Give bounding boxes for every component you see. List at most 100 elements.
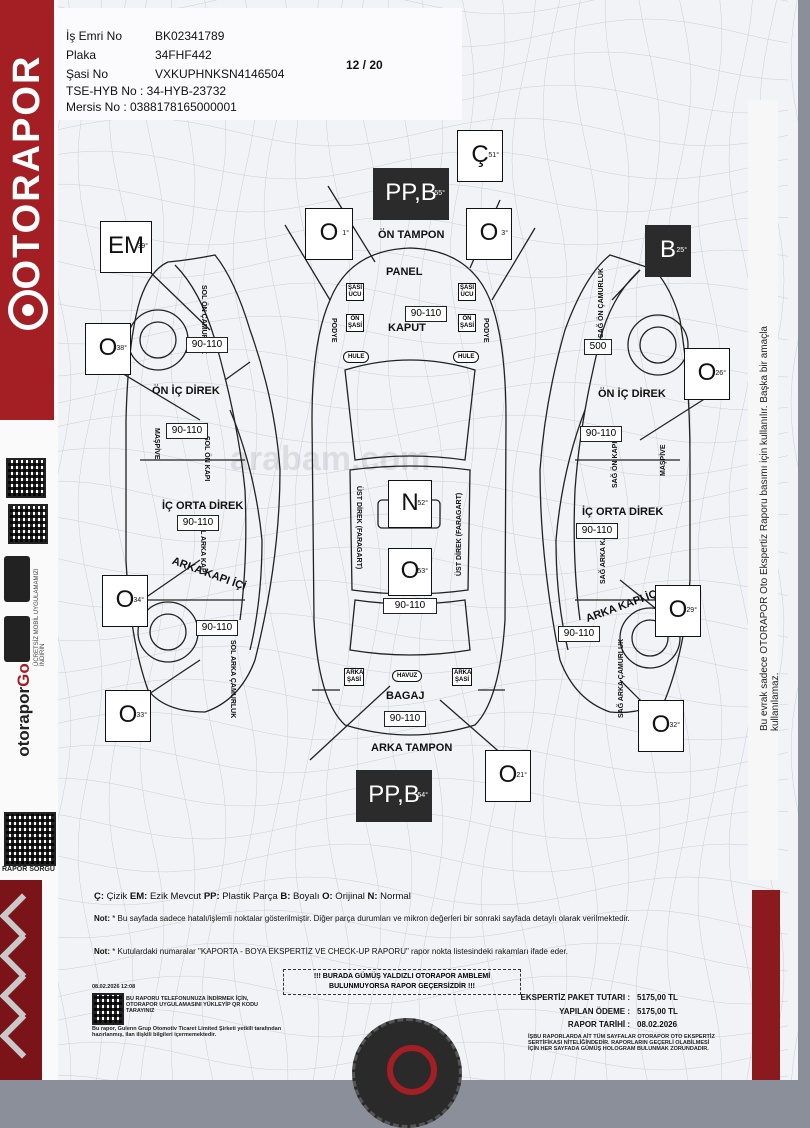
sasi-ucu-right-label: ŞASİ UCU <box>458 283 476 301</box>
sag-on-hull-mark-text: O <box>479 219 499 246</box>
bagaj-ust-mark-angle: 53° <box>417 568 428 575</box>
sol-on-thickness: 90-110 <box>186 337 228 353</box>
sag-camurluk-mark-angle: 25° <box>676 247 687 254</box>
plaka-value: 34FHF442 <box>155 48 212 62</box>
brand-logo-icon <box>8 290 48 330</box>
sag-on-kapi-thickness: 90-110 <box>580 426 622 442</box>
brand-red-strip: OTORAPOR <box>0 0 54 420</box>
sol-arka-kapi-thickness: 90-110 <box>177 515 219 531</box>
note-2-prefix: Not: <box>94 947 110 956</box>
google-play-badge[interactable] <box>4 616 30 662</box>
sag-arka-thickness: 90-110 <box>558 626 600 642</box>
arka-tampon-label: ARKA TAMPON <box>371 742 453 754</box>
on-tampon-mark-angle: 55° <box>434 190 445 197</box>
bottom-right-disclaimer: İŞBU RAPORLARDA AİT TÜM SAYFALAR OTORAPO… <box>528 1034 715 1052</box>
kaput-label: KAPUT <box>388 322 426 334</box>
sag-arka-kapi-thickness: 90-110 <box>576 523 618 539</box>
sasi-ucu-left-label: ŞASİ UCU <box>346 283 364 301</box>
app-store-badge[interactable] <box>4 556 30 602</box>
note-2-text: * Kutulardaki numaralar "KAPORTA - BOYA … <box>110 947 569 956</box>
hule-left-label: HULE <box>343 351 370 363</box>
watermark: arabam.com <box>230 440 431 478</box>
yapilan-odeme-value: 5175,00 TL <box>637 1007 678 1016</box>
on-tampon-label: ÖN TAMPON <box>378 229 445 241</box>
sag-on-kapi-label: SAĞ ÖN KAPI <box>612 441 619 488</box>
download-qr-icon[interactable] <box>92 993 124 1025</box>
mersis-line: Mersis No : 0388178165000001 <box>66 100 237 114</box>
sag-arka-camurluk-mark-text: O <box>651 711 671 738</box>
sag-camurluk-mark-text: B <box>659 236 676 263</box>
tavan-mark-angle: 52° <box>417 500 428 507</box>
arka-sasi-right-label: ARKA ŞASİ <box>452 668 472 686</box>
sol-on-kapi-mark-text: O <box>98 334 118 361</box>
cizik-mark-text: Ç <box>471 141 489 168</box>
sol-arka-kapi-mark-angle: 34° <box>133 597 144 604</box>
sag-on-camurluk-label: SAĞ ÖN ÇAMURLUK <box>598 268 605 338</box>
otorapor-emblem-icon <box>352 1018 462 1128</box>
legend-c-code: Ç: <box>94 891 105 902</box>
paket-tutari-value: 5175,00 TL <box>637 993 678 1002</box>
is-emri-value: BK02341789 <box>155 29 225 43</box>
legend-c-text: Çizik <box>104 891 130 902</box>
em-mark-angle: 39° <box>137 243 148 250</box>
panel-label: PANEL <box>386 266 423 278</box>
arka-sasi-left-label: ARKA ŞASİ <box>344 668 364 686</box>
sol-arka-camurluk-label: SOL ARKA ÇAMURLUK <box>229 640 236 719</box>
legend-b-text: Boyalı <box>290 891 323 902</box>
right-car-outline <box>539 254 691 714</box>
paket-tutari-label: EKSPERTİZ PAKET TUTARI : <box>520 993 630 1002</box>
podye-right-label: PODYE <box>482 318 489 343</box>
rapor-tarihi-label: RAPOR TARİHİ : <box>567 1020 630 1029</box>
sag-on-hull-mark-angle: 3° <box>501 230 508 237</box>
sol-arka-camurluk-mark-angle: 33° <box>136 712 147 719</box>
right-hologram-strip <box>752 890 780 1080</box>
sol-on-hull-mark-angle: 1° <box>342 230 349 237</box>
legend-n-text: Normal <box>377 891 411 902</box>
plaka-label: Plaka <box>66 48 97 62</box>
bagaj-thickness: 90-110 <box>384 711 426 727</box>
bagaj-label: BAGAJ <box>386 690 425 702</box>
maspive-left-label: MAŞPİVE <box>153 428 160 460</box>
left-car-outline <box>125 254 281 713</box>
tavan-mark-text: N <box>401 489 419 516</box>
note-2: Not: * Kutulardaki numaralar "KAPORTA - … <box>94 947 714 956</box>
legend-em-text: Ezik Mevcut <box>147 891 204 902</box>
right-front-wheel <box>627 314 689 376</box>
left-brand-band: OTORAPOR ÜCRETSİZ MOBİL UYGULAMAMIZI İND… <box>0 0 58 1080</box>
legend-o-code: O: <box>322 891 333 902</box>
bagaj-ust-mark-text: O <box>400 557 420 584</box>
sag-arka-camurluk-mark-angle: 32° <box>669 722 680 729</box>
sag-arka-camurluk-label: SAĞ ARKA ÇAMURLUK <box>618 638 625 718</box>
sag-arka-kapi-mark-text: O <box>668 596 688 623</box>
legend-em-code: EM: <box>129 891 148 902</box>
qr-code-icon <box>8 504 48 544</box>
legend-pp-text: Plastik Parça <box>219 891 281 902</box>
page-number: 12 / 20 <box>346 58 383 72</box>
sag-arka-kapi-mark-angle: 29° <box>686 607 697 614</box>
on-sasi-right-label: ÖN ŞASİ <box>458 314 476 332</box>
legend: Ç: Çizik EM: Ezik Mevcut PP: Plastik Par… <box>94 891 411 902</box>
sag-on-kapi-mark-text: O <box>697 359 717 386</box>
em-mark-text: EM <box>108 232 144 259</box>
decorative-chevrons <box>0 880 45 1080</box>
kaput-thickness: 90-110 <box>405 306 447 322</box>
sag-on-kapi-mark-angle: 26° <box>715 370 726 377</box>
right-band <box>748 100 778 880</box>
legend-b-code: B: <box>280 891 291 902</box>
cizik-mark-angle: 51° <box>488 152 499 159</box>
sol-arka-thickness: 90-110 <box>196 620 238 636</box>
rapor-sorgu-qr-icon[interactable] <box>4 812 56 866</box>
rapor-tarihi-value: 08.02.2026 <box>637 1020 678 1029</box>
